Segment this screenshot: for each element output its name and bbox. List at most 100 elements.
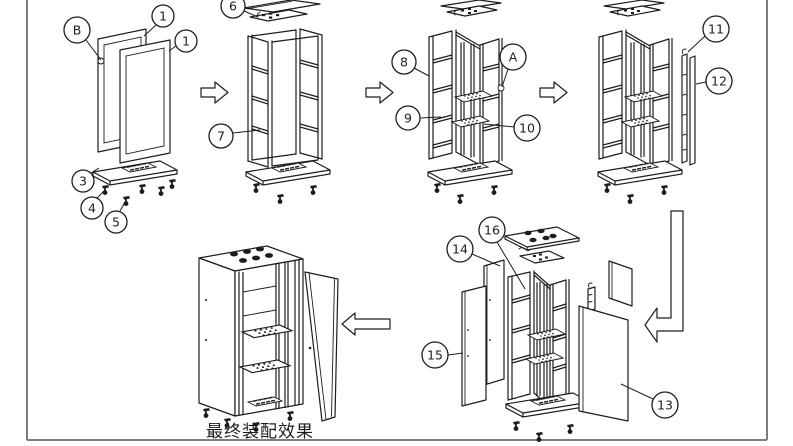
callout-circle bbox=[499, 43, 527, 71]
callout-13: 13 bbox=[620, 383, 679, 419]
callout-label: 5 bbox=[112, 215, 120, 230]
callout-label: 15 bbox=[427, 348, 443, 363]
callout-label: 14 bbox=[452, 242, 468, 257]
callout-label: 4 bbox=[88, 201, 96, 216]
callout-leader-line bbox=[90, 167, 100, 174]
callout-10: 10 bbox=[483, 114, 541, 142]
callout-leader-line bbox=[447, 352, 464, 356]
callout-label: 1 bbox=[159, 9, 167, 24]
step4-top-panels bbox=[603, 0, 665, 17]
callout-leader-line bbox=[96, 190, 105, 199]
mounting-rail-part bbox=[681, 48, 696, 166]
callout-circle bbox=[220, 0, 246, 19]
callout-1: 1 bbox=[143, 4, 175, 37]
side-panel-left bbox=[461, 285, 487, 407]
base-plate bbox=[597, 160, 683, 186]
door-handle bbox=[308, 346, 312, 350]
callout-15: 15 bbox=[421, 341, 464, 369]
callout-leader-line bbox=[232, 129, 261, 134]
callout-leader-line bbox=[85, 39, 102, 61]
callout-circle bbox=[513, 114, 541, 142]
callout-leader-line bbox=[471, 253, 501, 267]
callout-circle bbox=[63, 16, 91, 44]
callout-label: 11 bbox=[708, 22, 724, 37]
small-rail-strip bbox=[587, 282, 596, 312]
callout-label: 16 bbox=[484, 223, 500, 238]
page-border bbox=[26, 0, 768, 441]
top-cover bbox=[504, 226, 580, 251]
callout-B: B bbox=[63, 16, 102, 61]
callout-7: 7 bbox=[208, 123, 261, 149]
callout-leader-line bbox=[620, 383, 654, 400]
callout-label: 8 bbox=[400, 55, 408, 70]
callout-circle bbox=[395, 105, 421, 131]
callout-14: 14 bbox=[446, 235, 501, 267]
cabinet-front-opening bbox=[234, 258, 304, 417]
step2-frame bbox=[245, 28, 331, 204]
callout-circle bbox=[446, 235, 474, 263]
callout-A: A bbox=[499, 43, 527, 88]
callout-leader-line bbox=[483, 123, 515, 128]
callout-leader-line bbox=[143, 24, 157, 37]
callout-label: 12 bbox=[711, 74, 727, 89]
callout-label: 7 bbox=[217, 129, 225, 144]
base-plate bbox=[245, 160, 331, 186]
callout-leader-line bbox=[687, 35, 706, 53]
callout-label: 10 bbox=[519, 121, 535, 136]
rear-panel bbox=[483, 259, 505, 386]
callout-leader-line bbox=[501, 68, 509, 88]
callout-circle bbox=[705, 67, 733, 95]
rear-right-panel bbox=[608, 260, 633, 307]
base-plate bbox=[92, 160, 178, 186]
callout-label: A bbox=[509, 50, 518, 65]
cabinet-door-open bbox=[304, 271, 339, 422]
callout-label: 3 bbox=[79, 174, 87, 189]
callout-circle bbox=[208, 123, 234, 149]
callout-16: 16 bbox=[478, 216, 526, 290]
callout-leader-line bbox=[119, 201, 126, 212]
callout-9: 9 bbox=[395, 105, 442, 131]
callout-circle bbox=[702, 15, 730, 43]
cabinet-side-panel bbox=[198, 257, 236, 417]
callout-leader-line bbox=[419, 116, 442, 119]
callout-leader-line bbox=[243, 10, 259, 18]
callout-circle bbox=[151, 4, 175, 28]
callout-3: 3 bbox=[71, 167, 100, 193]
callout-circle bbox=[80, 196, 104, 220]
ground-wire bbox=[518, 247, 532, 251]
step4-frame bbox=[597, 29, 683, 204]
callout-5: 5 bbox=[104, 201, 128, 234]
callout-4: 4 bbox=[80, 190, 105, 220]
callout-circle bbox=[174, 29, 198, 53]
exploded-view bbox=[461, 226, 633, 442]
final-assembly bbox=[198, 245, 339, 432]
callout-leader-line bbox=[413, 67, 430, 77]
callout-label: 6 bbox=[229, 0, 237, 14]
step3-frame bbox=[427, 29, 513, 204]
step3-top-panels bbox=[440, 0, 502, 17]
final-arrow-left-icon bbox=[341, 312, 391, 336]
step1-frames-and-base bbox=[92, 28, 178, 206]
bent-arrow-down-left-icon bbox=[644, 210, 684, 343]
callout-11: 11 bbox=[687, 15, 730, 53]
callout-leader-line bbox=[168, 45, 177, 52]
caption-final-assembly: 最终装配效果 bbox=[206, 422, 314, 442]
callout-circle bbox=[104, 210, 128, 234]
step2-top-panels bbox=[243, 0, 321, 22]
callout-circle bbox=[391, 49, 417, 75]
callout-circle bbox=[71, 169, 95, 193]
side-panel-right bbox=[578, 305, 629, 422]
callout-label: 13 bbox=[657, 398, 673, 413]
callout-label: 1 bbox=[182, 34, 190, 49]
callout-label: B bbox=[73, 23, 82, 38]
top-cable-holes bbox=[230, 246, 273, 263]
callout-leader-line bbox=[695, 81, 707, 85]
callout-8: 8 bbox=[391, 49, 430, 77]
callout-1: 1 bbox=[168, 29, 198, 53]
front-frame bbox=[119, 39, 171, 164]
callout-leader-line bbox=[496, 241, 526, 290]
detail-a-marker bbox=[497, 84, 505, 92]
callout-6: 6 bbox=[220, 0, 259, 19]
